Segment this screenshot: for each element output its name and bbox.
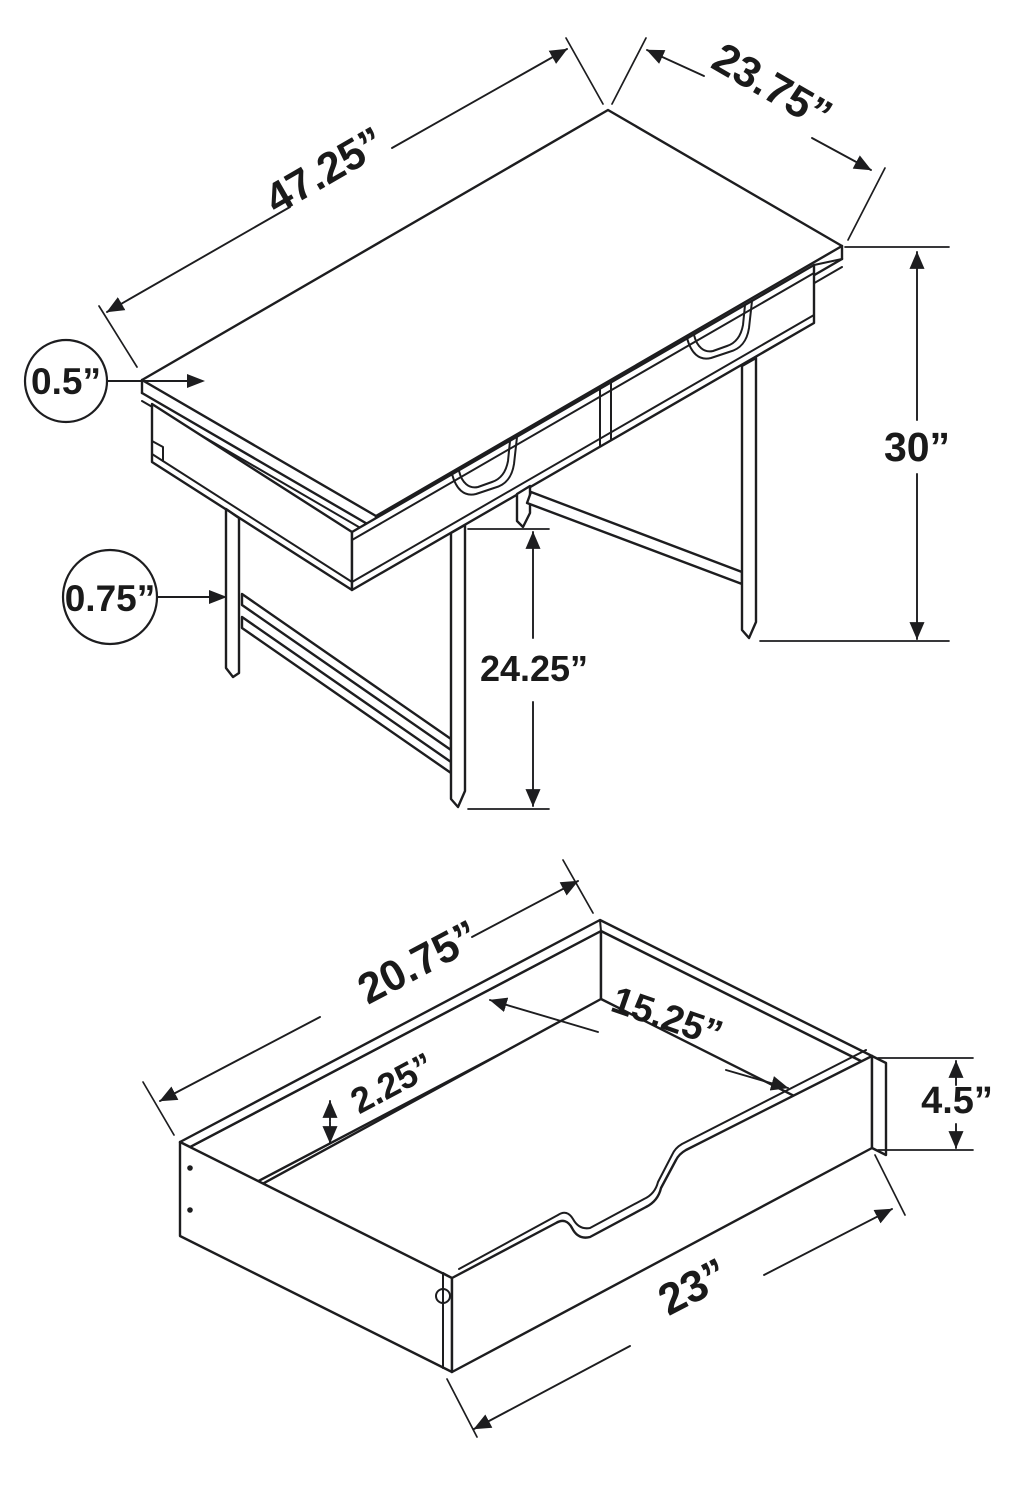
front-center-leg <box>449 523 467 809</box>
dim-top-thickness: 0.5” <box>23 338 205 424</box>
left-frame-brace-upper <box>240 592 453 752</box>
right-leg <box>740 356 758 640</box>
screw-hole-dot <box>187 1207 193 1213</box>
desk-height-label: 30” <box>884 424 950 470</box>
arrow-icon <box>209 590 227 604</box>
drawer-scoop-inner-edge <box>458 1049 867 1270</box>
dim-frame-thickness: 0.75” <box>61 548 227 646</box>
desk-depth-label: 23.75” <box>704 34 840 140</box>
drawer-right-end-cap <box>870 1054 888 1157</box>
screw-hole-dot <box>187 1165 193 1171</box>
desk-top-thickness-label: 0.5” <box>31 361 101 402</box>
desk-width-label: 47.25” <box>257 118 393 224</box>
arrow-icon <box>187 374 205 388</box>
desk-clearance-label: 24.25” <box>480 648 588 689</box>
drawer-front-wall <box>450 1054 874 1374</box>
drawer-handle-right <box>686 300 753 360</box>
drawer-side-height-label: 4.5” <box>921 1080 993 1122</box>
left-frame-brace-lower <box>240 615 453 775</box>
dim-desk-clearance: 24.25” <box>467 528 588 810</box>
left-rear-leg <box>224 507 241 679</box>
drawer-handle-left <box>451 436 518 496</box>
dim-drawer-side-height: 4.5” <box>877 1057 993 1151</box>
right-frame-brace <box>525 490 744 586</box>
drawer-isometric-drawing <box>178 918 888 1374</box>
rear-leg-stub <box>515 484 532 529</box>
desk-isometric-drawing <box>140 108 844 809</box>
desk-frame-thickness-label: 0.75” <box>65 578 156 619</box>
dim-desk-height: 30” <box>759 246 950 642</box>
